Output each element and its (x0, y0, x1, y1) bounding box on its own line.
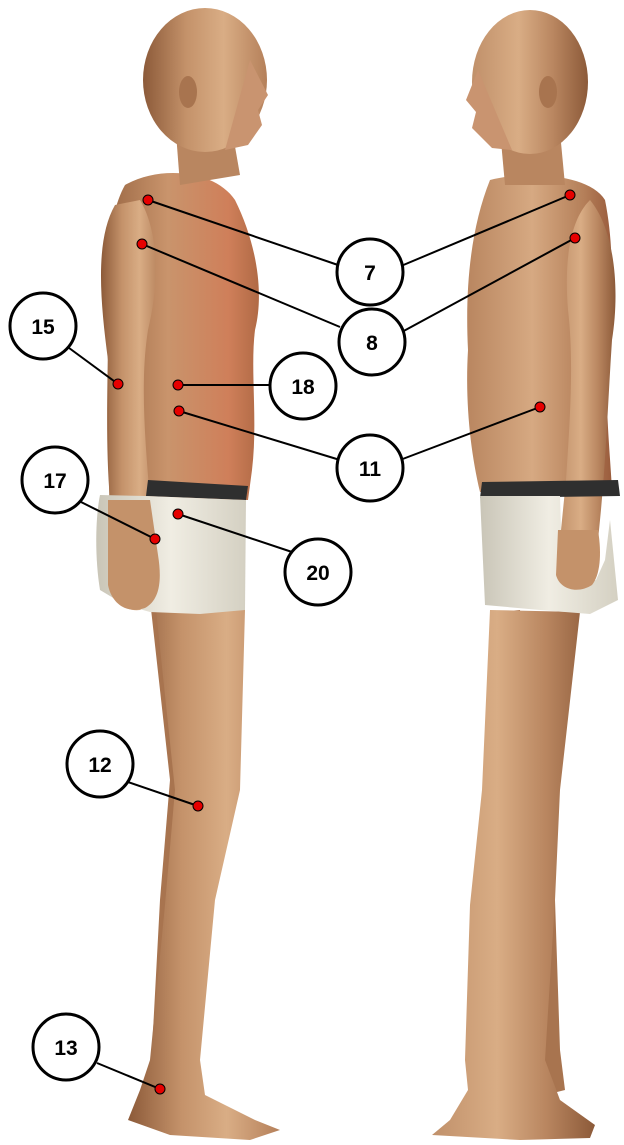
marker-8-left (137, 239, 147, 249)
badge-17-label: 17 (43, 470, 66, 493)
marker-13 (155, 1084, 165, 1094)
badge-11-label: 11 (359, 458, 382, 481)
left-figure-front-leg (128, 600, 280, 1140)
badge-8: 8 (339, 309, 405, 375)
badge-7-label: 7 (364, 262, 376, 285)
marker-7-right (565, 190, 575, 200)
badge-12-label: 12 (88, 754, 111, 777)
right-figure-ear (539, 76, 557, 108)
badge-18: 18 (270, 353, 336, 419)
marker-18 (173, 380, 183, 390)
right-figure-front-leg (432, 610, 595, 1140)
marker-12 (193, 801, 203, 811)
badge-12: 12 (67, 731, 133, 797)
marker-11-left (174, 406, 184, 416)
marker-7-left (143, 195, 153, 205)
badge-18-label: 18 (291, 376, 315, 399)
badge-7: 7 (337, 239, 403, 305)
badge-17: 17 (22, 447, 88, 513)
right-figure-waistband (480, 480, 620, 498)
badge-20-label: 20 (306, 562, 329, 585)
right-figure-hand (556, 530, 600, 590)
badge-15-label: 15 (31, 316, 55, 339)
marker-20 (173, 509, 183, 519)
marker-11-right (535, 402, 545, 412)
badge-20: 20 (285, 539, 351, 605)
marker-8-right (570, 233, 580, 243)
right-figure (432, 10, 620, 1140)
left-figure-ear (179, 76, 197, 108)
badge-8-label: 8 (366, 332, 378, 355)
left-figure-hand (108, 500, 160, 610)
badge-15: 15 (10, 293, 76, 359)
marker-17 (150, 534, 160, 544)
badge-13-label: 13 (54, 1037, 77, 1060)
badge-13: 13 (33, 1014, 99, 1080)
marker-15 (113, 379, 123, 389)
left-figure (96, 8, 280, 1140)
badge-11: 11 (337, 435, 403, 501)
